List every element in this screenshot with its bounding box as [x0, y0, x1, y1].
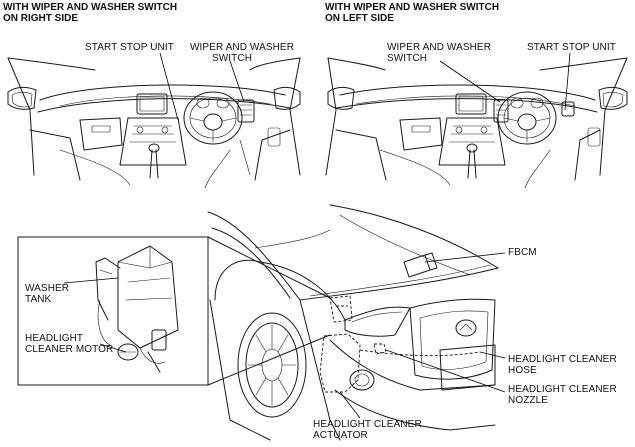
header-right-side-line1: WITH WIPER AND WASHER SWITCH [3, 2, 178, 13]
label-headlight-cleaner-nozzle-line1: HEADLIGHT CLEANER [508, 384, 617, 395]
dashboard-left-switch [325, 57, 628, 189]
dashboard-right-switch [7, 57, 301, 189]
label-wiper-washer-switch-right-line2: SWITCH [212, 53, 253, 64]
label-wiper-washer-switch-right: WIPER AND WASHER SWITCH [190, 42, 295, 64]
label-wiper-washer-switch-left: WIPER AND WASHER SWITCH [387, 42, 491, 64]
label-headlight-cleaner-nozzle: HEADLIGHT CLEANER NOZZLE [508, 384, 617, 406]
label-start-stop-unit-right: START STOP UNIT [85, 42, 174, 53]
header-right-side: WITH WIPER AND WASHER SWITCH ON RIGHT SI… [3, 2, 177, 24]
label-fbcm: FBCM [508, 247, 537, 258]
label-wiper-washer-switch-left-line1: WIPER AND WASHER [387, 42, 492, 53]
label-washer-tank-line1: WASHER [25, 283, 70, 294]
label-headlight-cleaner-hose: HEADLIGHT CLEANER HOSE [508, 354, 617, 376]
leader-lines [159, 52, 571, 419]
label-wiper-washer-switch-right-line1: WIPER AND WASHER [190, 42, 295, 53]
label-wiper-washer-switch-left-line2: SWITCH [387, 53, 428, 64]
header-left-side: WITH WIPER AND WASHER SWITCH ON LEFT SID… [325, 2, 499, 24]
header-right-side-line2: ON RIGHT SIDE [3, 13, 79, 24]
label-headlight-cleaner-actuator: HEADLIGHT CLEANER ACTUATOR [313, 419, 422, 441]
label-washer-tank: WASHER TANK [25, 283, 69, 305]
label-headlight-cleaner-nozzle-line2: NOZZLE [508, 395, 549, 406]
label-headlight-cleaner-actuator-line1: HEADLIGHT CLEANER [313, 419, 422, 430]
label-headlight-cleaner-motor-line2: CLEANER MOTOR [25, 344, 114, 355]
header-left-side-line1: WITH WIPER AND WASHER SWITCH [325, 2, 500, 13]
label-headlight-cleaner-hose-line2: HOSE [508, 365, 537, 376]
car-front-view [207, 204, 499, 441]
label-headlight-cleaner-motor-line1: HEADLIGHT [25, 333, 84, 344]
label-start-stop-unit-left: START STOP UNIT [527, 42, 616, 53]
label-headlight-cleaner-hose-line1: HEADLIGHT CLEANER [508, 354, 617, 365]
label-washer-tank-line2: TANK [25, 294, 52, 305]
label-headlight-cleaner-actuator-line2: ACTUATOR [313, 430, 368, 441]
label-headlight-cleaner-motor: HEADLIGHT CLEANER MOTOR [25, 333, 113, 355]
washer-detail-inset [17, 236, 331, 386]
header-left-side-line2: ON LEFT SIDE [325, 13, 394, 24]
